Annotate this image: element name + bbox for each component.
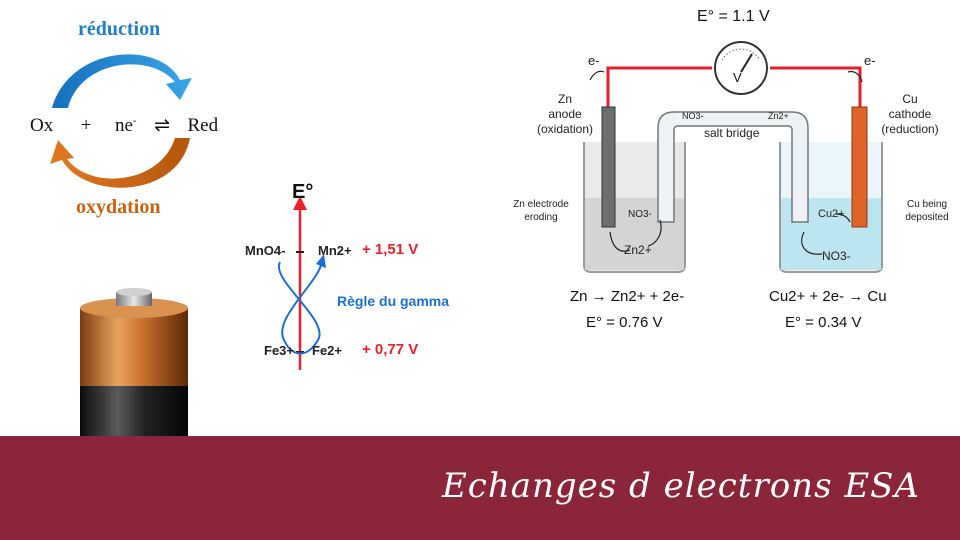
cu-deposit-line2: deposited [905,212,949,223]
cell-emf: E° = 1.1 V [697,8,770,25]
cu-label: Cu [902,92,918,106]
electrons: ne [114,115,133,136]
electron-right-label: e- [864,53,876,68]
left-zinc-ion-label: Zn2+ [624,243,652,257]
axis-arrowhead [293,196,307,210]
cu-cathode-labels: Cu cathode (reduction) [872,92,948,137]
cu-electrode [851,106,868,228]
cu-half-reaction: Cu2+ + 2e- → Cu [769,288,887,305]
cathode-label: cathode [888,107,932,121]
right-copper-ion-label: Cu2+ [818,208,845,220]
zn-label: Zn [557,92,572,106]
nitrate-ion-arrow-left [647,219,662,247]
zn-eroding-label: Zn electrode eroding [506,198,576,224]
gamma-loop [277,259,323,355]
cu-deposit-line1: Cu being [906,199,948,210]
upper-potential: + 1,51 V [362,241,419,258]
left-nitrate-label: NO3- [628,209,652,220]
redox-arrows [50,54,192,188]
zn-ion-arrow [609,231,631,252]
gamma-diagram [277,196,326,370]
red-species: Red [187,115,219,136]
anode-label: anode [548,107,582,121]
equilibrium-sign: ⇌ [154,115,170,136]
electron-arrow-left [589,70,605,81]
salt-bridge [657,111,809,223]
cu-deposit-label: Cu being deposited [894,198,960,224]
gamma-axis-label: E° [292,181,314,203]
footer-banner [0,436,960,540]
zn-anode-labels: Zn anode (oxidation) [530,92,600,137]
reduction-arrow [52,54,192,108]
salt-bridge-label: salt bridge [704,126,760,140]
bridge-zinc-label: Zn2+ [768,111,789,121]
oxidation-arrow [50,138,190,188]
galvanic-cell [583,41,883,273]
banner-title: Echanges d electrons ESA [441,466,920,506]
oxidation-process-label: (oxidation) [536,122,594,136]
zn-eroding-line1: Zn electrode [513,199,569,210]
electron-charge: - [132,114,137,127]
zn-electrode [601,106,616,228]
plus-sign: + [80,115,92,136]
fe2-species: Fe2+ [312,343,342,358]
zn-half-potential: E° = 0.76 V [586,314,663,331]
mn2-species: Mn2+ [318,243,352,258]
voltmeter [714,41,768,95]
cu-ion-arrow [835,213,851,223]
gamma-rule-label: Règle du gamma [337,293,450,309]
zn-eroding-line2: eroding [524,212,558,223]
zn-half-reaction: Zn → Zn2+ + 2e- [570,288,685,305]
redox-equation: Ox + ne- ⇌ Red [30,114,218,137]
electron-left-label: e- [588,53,600,68]
external-wire [606,66,862,107]
reduction-label: réduction [78,18,161,40]
bridge-nitrate-label: NO3- [682,111,704,121]
voltmeter-label: V [733,70,742,85]
voltmeter-needle [740,53,753,73]
mno4-species: MnO4- [245,243,286,258]
fe3-species: Fe3+ [264,343,294,358]
nitrate-ion-arrow-right [801,231,823,255]
lower-potential: + 0,77 V [362,341,419,358]
oxidation-label: oxydation [76,196,161,218]
reduction-process-label: (reduction) [881,122,939,136]
ox-species: Ox [30,115,54,136]
gamma-arrowhead [316,254,326,268]
cu-half-potential: E° = 0.34 V [785,314,862,331]
right-nitrate-label: NO3- [822,249,851,263]
electron-arrow-right [847,70,863,83]
